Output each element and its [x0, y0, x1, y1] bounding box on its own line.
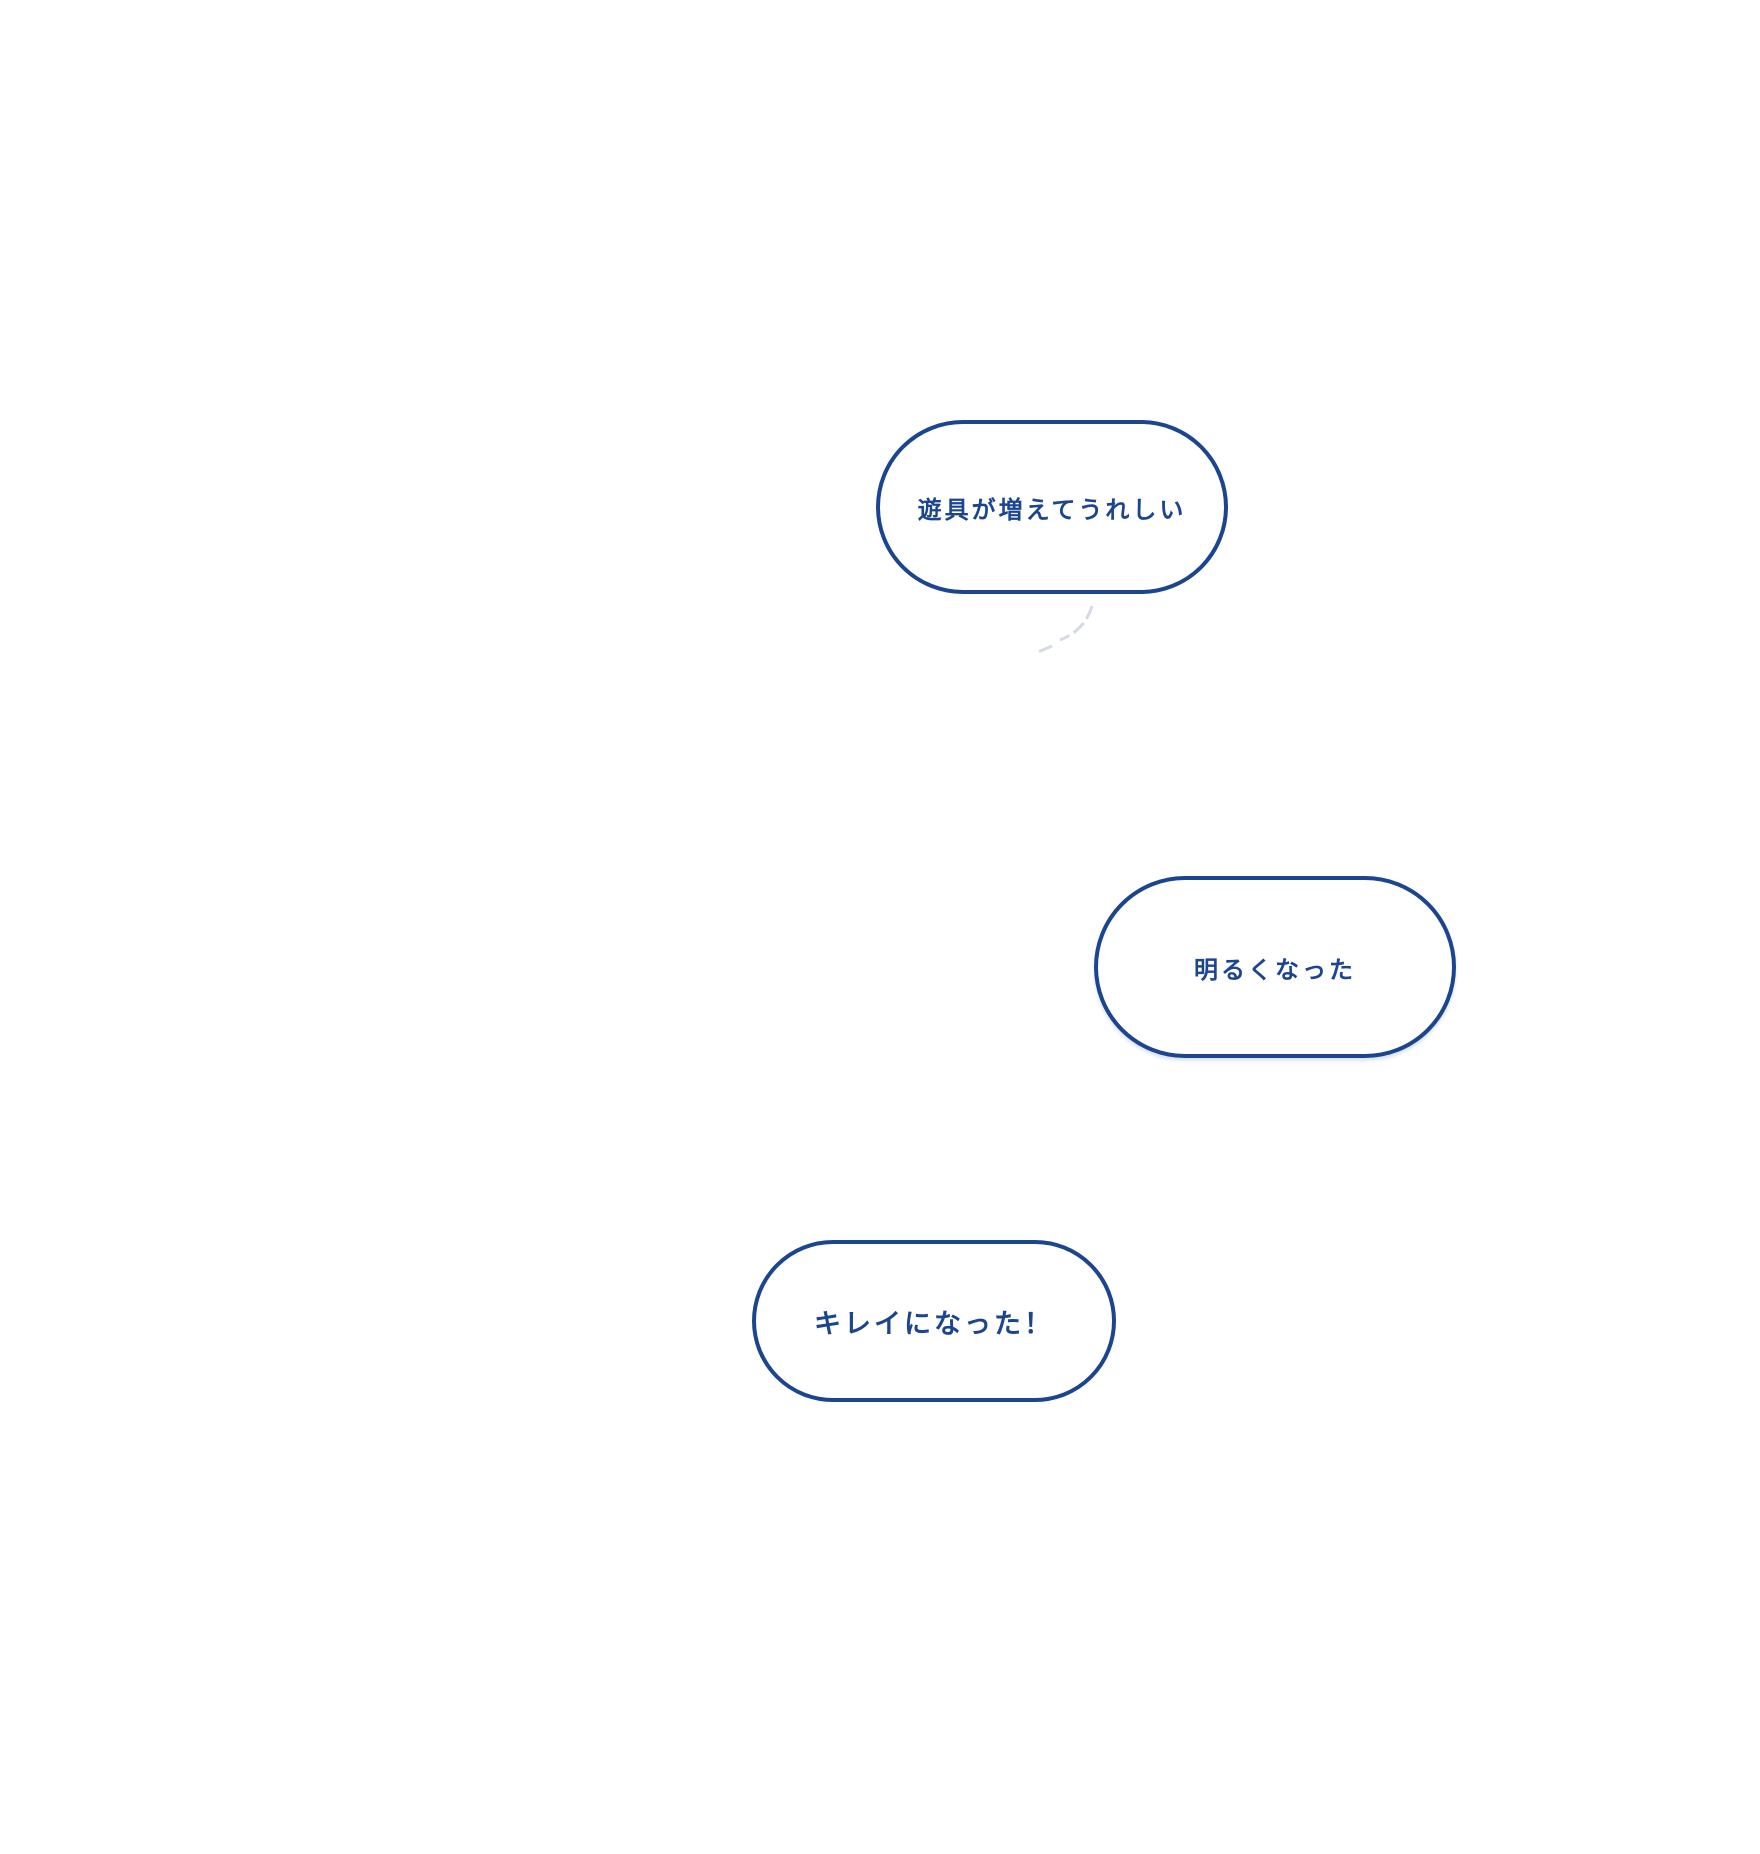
- speech-bubble-1: 遊具が増えてうれしい: [876, 420, 1228, 594]
- speech-bubble-2: 明るくなった: [1094, 876, 1456, 1058]
- bubble-text: 遊具が増えてうれしい: [917, 495, 1187, 524]
- speech-bubble-3: キレイになった！: [752, 1240, 1116, 1402]
- bubble-tail-decoration: [1037, 605, 1094, 654]
- bubble-text: 明るくなった: [1194, 955, 1356, 984]
- bubble-text: キレイになった！: [814, 1308, 1054, 1340]
